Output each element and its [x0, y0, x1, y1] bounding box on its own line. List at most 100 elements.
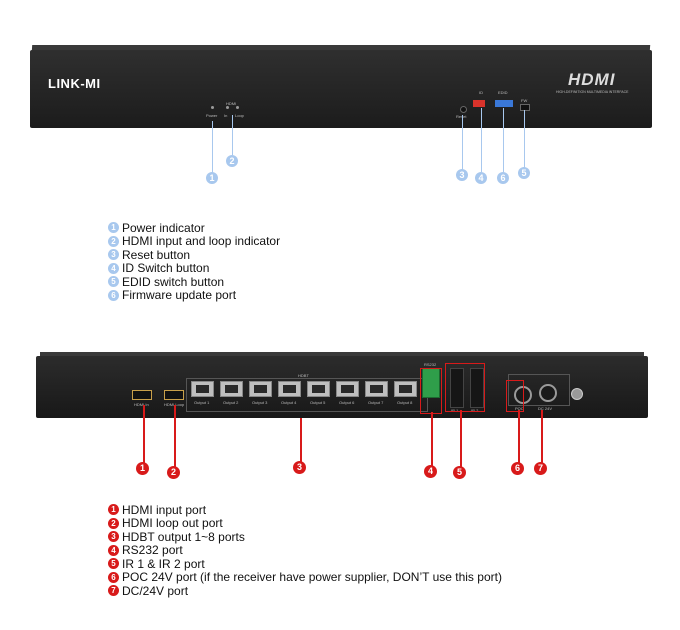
- legend-number: 6: [108, 571, 119, 583]
- back-callout-2: 2: [167, 466, 180, 479]
- id-label: ID: [479, 90, 483, 95]
- legend-number: 1: [108, 504, 119, 516]
- rs232-label: RS232: [424, 362, 437, 367]
- power-block: [508, 374, 570, 406]
- back-callout-1: 1: [136, 462, 149, 475]
- hdbt-output-port-2[interactable]: [220, 381, 243, 397]
- callout-line-5: [503, 108, 504, 172]
- legend-text: DC/24V port: [122, 583, 189, 598]
- reset-button[interactable]: [460, 106, 467, 113]
- hdmi-in-port[interactable]: [132, 390, 152, 400]
- hdbt-output-port-1[interactable]: [191, 381, 214, 397]
- output-label: Output 7: [368, 400, 384, 405]
- front-callout-6: 6: [497, 172, 509, 184]
- output-label: Output 3: [252, 400, 268, 405]
- hdmi-loop-port[interactable]: [164, 390, 184, 400]
- hdbt-output-port-7[interactable]: [365, 381, 388, 397]
- ir1-port[interactable]: [450, 368, 464, 408]
- ground-screw-icon: [571, 388, 583, 400]
- hdbt-output-port-8[interactable]: [394, 381, 417, 397]
- hdmi-loop-led: [236, 106, 239, 109]
- legend-text: HDBT output 1~8 ports: [122, 529, 245, 544]
- hdmi-in-led: [226, 106, 229, 109]
- legend-number: 7: [108, 585, 119, 597]
- legend-number: 3: [108, 531, 119, 543]
- legend-text: ID Switch button: [122, 261, 210, 276]
- power-label: Power: [206, 113, 218, 118]
- hdmi-in-label: In: [224, 113, 228, 118]
- hdmi-logo: HDMI: [568, 70, 616, 89]
- output-label: Output 1: [194, 400, 210, 405]
- legend-number: 4: [108, 262, 119, 274]
- back-callout-line-4: [431, 412, 433, 466]
- back-callout-line-7: [541, 410, 543, 463]
- legend-number: 1: [108, 222, 119, 234]
- ir1-label: IR 1: [451, 408, 459, 413]
- legend-text: HDMI input and loop indicator: [122, 234, 281, 249]
- edid-label: EDID: [498, 90, 508, 95]
- output-label: Output 4: [281, 400, 297, 405]
- power-led: [211, 106, 214, 109]
- reset-label: Reset: [456, 114, 466, 119]
- legend-text: RS232 port: [122, 543, 183, 558]
- front-panel: LINK-MI HDMI HIGH-DEFINITION MULTIMEDIA …: [30, 50, 652, 128]
- legend-text: HDMI input port: [122, 502, 207, 517]
- front-callout-2: 2: [226, 155, 238, 167]
- callout-line-4: [481, 108, 482, 172]
- ir-highlight-box: [445, 363, 485, 412]
- front-callout-4: 4: [475, 172, 487, 184]
- back-callout-7: 7: [534, 462, 547, 475]
- legend-text: POC 24V port (if the receiver have power…: [122, 570, 502, 585]
- hdbt-label: HDBT: [298, 373, 309, 378]
- legend-text: Firmware update port: [122, 288, 237, 303]
- legend-text: IR 1 & IR 2 port: [122, 556, 205, 571]
- ir2-port[interactable]: [470, 368, 484, 408]
- legend-number: 4: [108, 544, 119, 556]
- back-callout-line-2: [174, 405, 176, 467]
- back-callout-line-3: [300, 418, 302, 462]
- dc-24v-port[interactable]: [539, 384, 557, 402]
- legend-number: 2: [108, 235, 119, 247]
- front-callout-1: 1: [206, 172, 218, 184]
- callout-line-2: [232, 115, 233, 155]
- hdmi-loop-label: HDMI Loop: [164, 402, 185, 407]
- hdmi-loop-label: Loop: [235, 113, 244, 118]
- back-callout-line-5: [460, 410, 462, 467]
- brand-logo: LINK-MI: [48, 76, 101, 91]
- output-label: Output 2: [223, 400, 239, 405]
- edid-switch[interactable]: [495, 100, 513, 107]
- back-callout-line-1: [143, 405, 145, 463]
- front-callout-5: 5: [518, 167, 530, 179]
- id-switch[interactable]: [473, 100, 485, 107]
- legend-text: Reset button: [122, 247, 191, 262]
- hdbt-output-port-3[interactable]: [249, 381, 272, 397]
- callout-line-3: [462, 115, 463, 170]
- callout-line-1: [212, 121, 213, 173]
- ir2-label: IR 2: [471, 408, 479, 413]
- firmware-port[interactable]: [520, 104, 530, 111]
- legend-number: 6: [108, 289, 119, 301]
- back-panel: HDMI In HDMI Loop HDBT Output 1 Output 2…: [36, 356, 648, 418]
- back-callout-4: 4: [424, 465, 437, 478]
- legend-number: 2: [108, 517, 119, 529]
- legend-text: EDID switch button: [122, 274, 225, 289]
- back-callout-line-6: [518, 410, 520, 463]
- hdbt-output-port-4[interactable]: [278, 381, 301, 397]
- hdbt-output-port-5[interactable]: [307, 381, 330, 397]
- output-label: Output 8: [397, 400, 413, 405]
- output-label: Output 6: [339, 400, 355, 405]
- back-callout-6: 6: [511, 462, 524, 475]
- legend-number: 5: [108, 276, 119, 288]
- legend-number: 3: [108, 249, 119, 261]
- hdbt-output-port-6[interactable]: [336, 381, 359, 397]
